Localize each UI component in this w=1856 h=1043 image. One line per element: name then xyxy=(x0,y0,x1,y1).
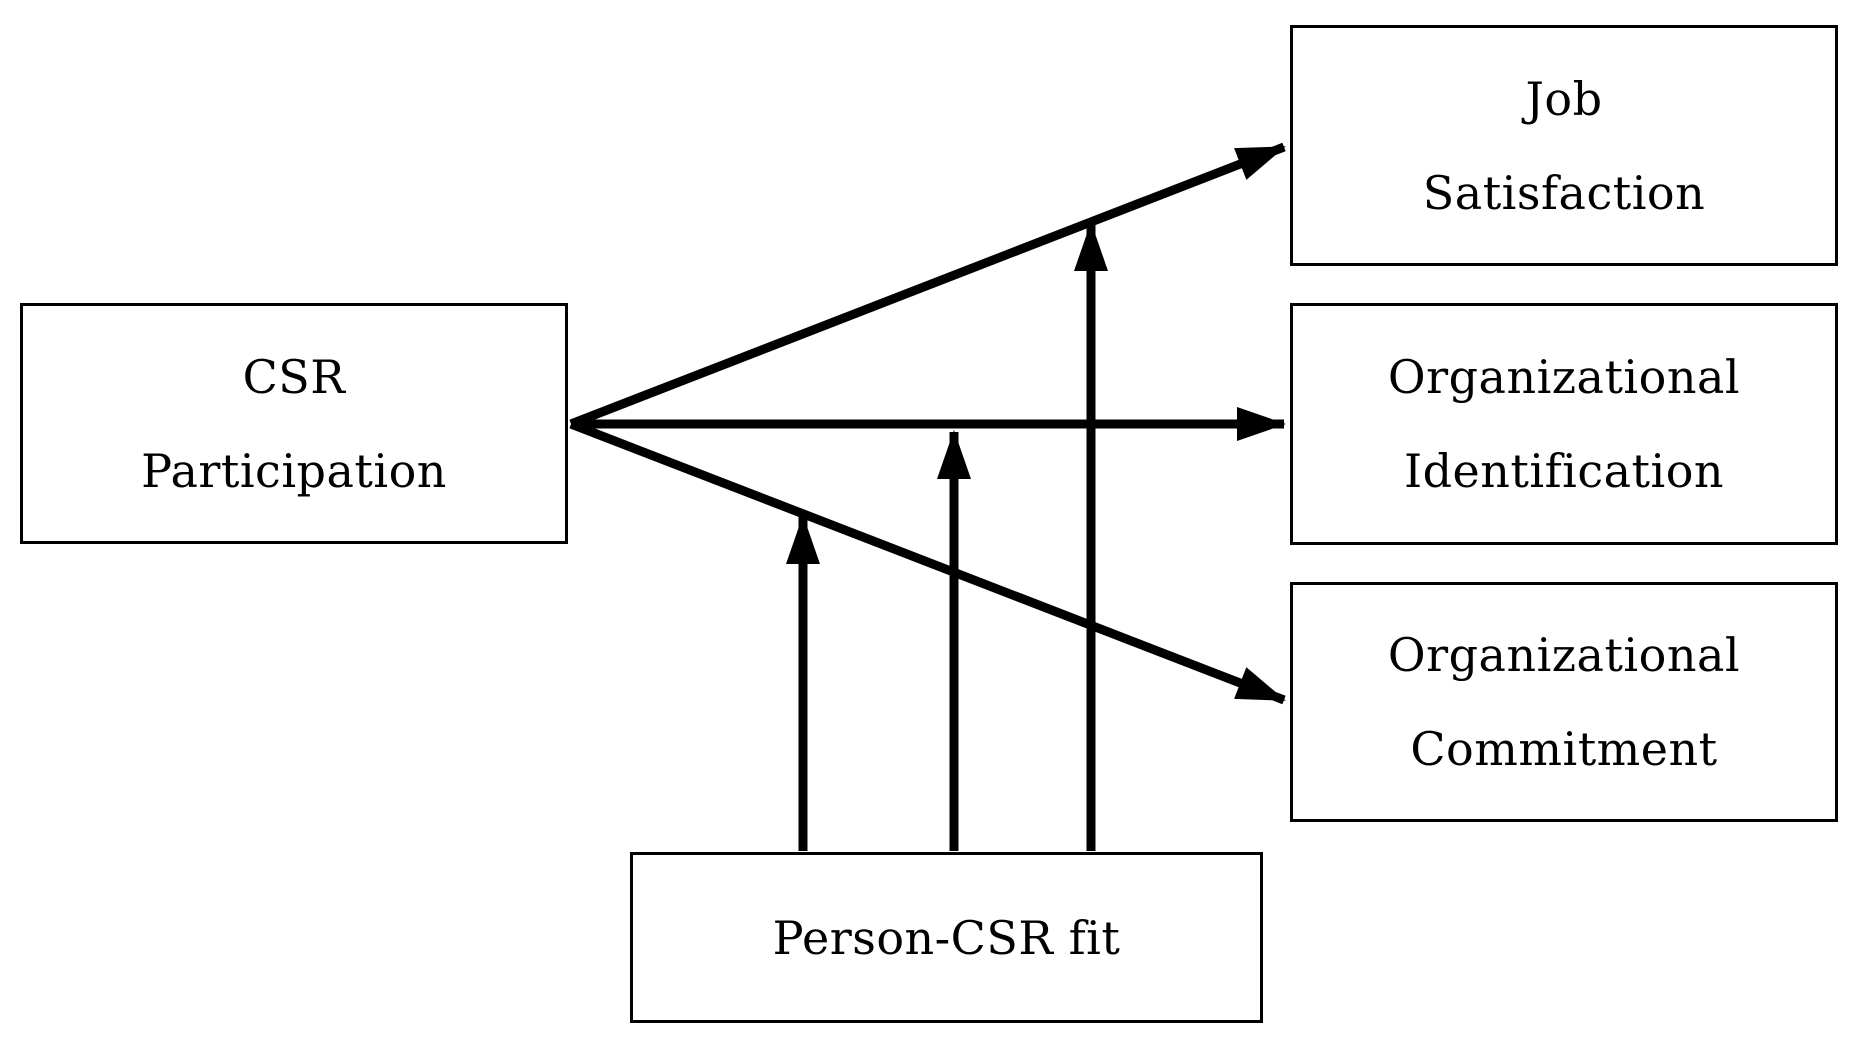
box-csr-participation-label-line2: Participation xyxy=(141,443,447,498)
box-person-csr-fit-label: Person-CSR fit xyxy=(772,910,1121,965)
box-csr-participation: CSR Participation xyxy=(20,303,568,544)
arrow-csr-to-job-satisfaction xyxy=(569,142,1286,429)
box-job-satisfaction-label-line1: Job xyxy=(1525,71,1603,126)
box-organizational-commitment: Organizational Commitment xyxy=(1290,582,1838,822)
box-organizational-commitment-label-line1: Organizational xyxy=(1387,628,1741,682)
arrow-csr-to-organizational-commitment xyxy=(569,419,1286,705)
box-organizational-identification: Organizational Identification xyxy=(1290,303,1838,545)
box-organizational-commitment-label-line2: Commitment xyxy=(1410,722,1718,776)
box-job-satisfaction: Job Satisfaction xyxy=(1290,25,1838,266)
box-csr-participation-label-line1: CSR xyxy=(242,349,346,404)
box-job-satisfaction-label-line2: Satisfaction xyxy=(1422,165,1706,220)
box-organizational-identification-label-line2: Identification xyxy=(1403,444,1725,498)
box-person-csr-fit: Person-CSR fit xyxy=(630,852,1263,1023)
box-organizational-identification-label-line1: Organizational xyxy=(1387,350,1741,404)
